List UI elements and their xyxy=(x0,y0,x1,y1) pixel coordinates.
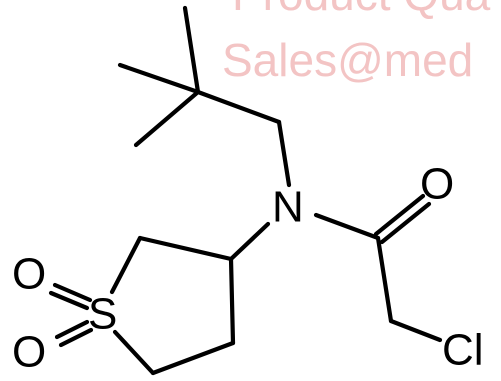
bond-so-top-a xyxy=(52,282,93,303)
atom-carbonyl-oxygen: O xyxy=(420,160,454,209)
bond-ch2-n xyxy=(276,119,292,188)
bond-methyl-top xyxy=(182,5,201,95)
atom-sulfonyl-oxygen-top: O xyxy=(12,250,46,299)
watermark-line-2: Sales@med xyxy=(222,34,473,86)
bond-so-bottom-a xyxy=(54,319,90,340)
atom-sulfonyl-oxygen-bottom: O xyxy=(12,328,46,377)
bond-carbonyl-ch2 xyxy=(375,235,394,324)
bond-carbonyl-double-a xyxy=(373,193,426,237)
bond-methyl-left xyxy=(117,62,201,95)
bond-ring-c3-c2 xyxy=(137,235,234,262)
bond-so-bottom-b xyxy=(58,327,94,348)
bond-n-carbonyl xyxy=(313,212,381,241)
atom-sulfur: S xyxy=(88,290,117,339)
bond-methyl-bottom xyxy=(133,89,201,148)
bond-so-top-b xyxy=(48,290,90,311)
watermark-line-1: Product Qua xyxy=(232,0,491,20)
atom-nitrogen: N xyxy=(272,183,304,232)
bond-ring-c5-c4 xyxy=(150,340,236,376)
bond-ring-c2-s xyxy=(109,235,143,295)
bond-carbonyl-double-b xyxy=(379,201,432,245)
bond-quaternary-ch2 xyxy=(195,89,282,125)
atom-chlorine: Cl xyxy=(442,326,484,375)
bond-ring-s-c5 xyxy=(112,329,156,376)
bond-ch2-cl xyxy=(388,318,443,343)
bond-ring-c4-c3 xyxy=(228,256,236,346)
bond-n-ring xyxy=(228,221,271,262)
